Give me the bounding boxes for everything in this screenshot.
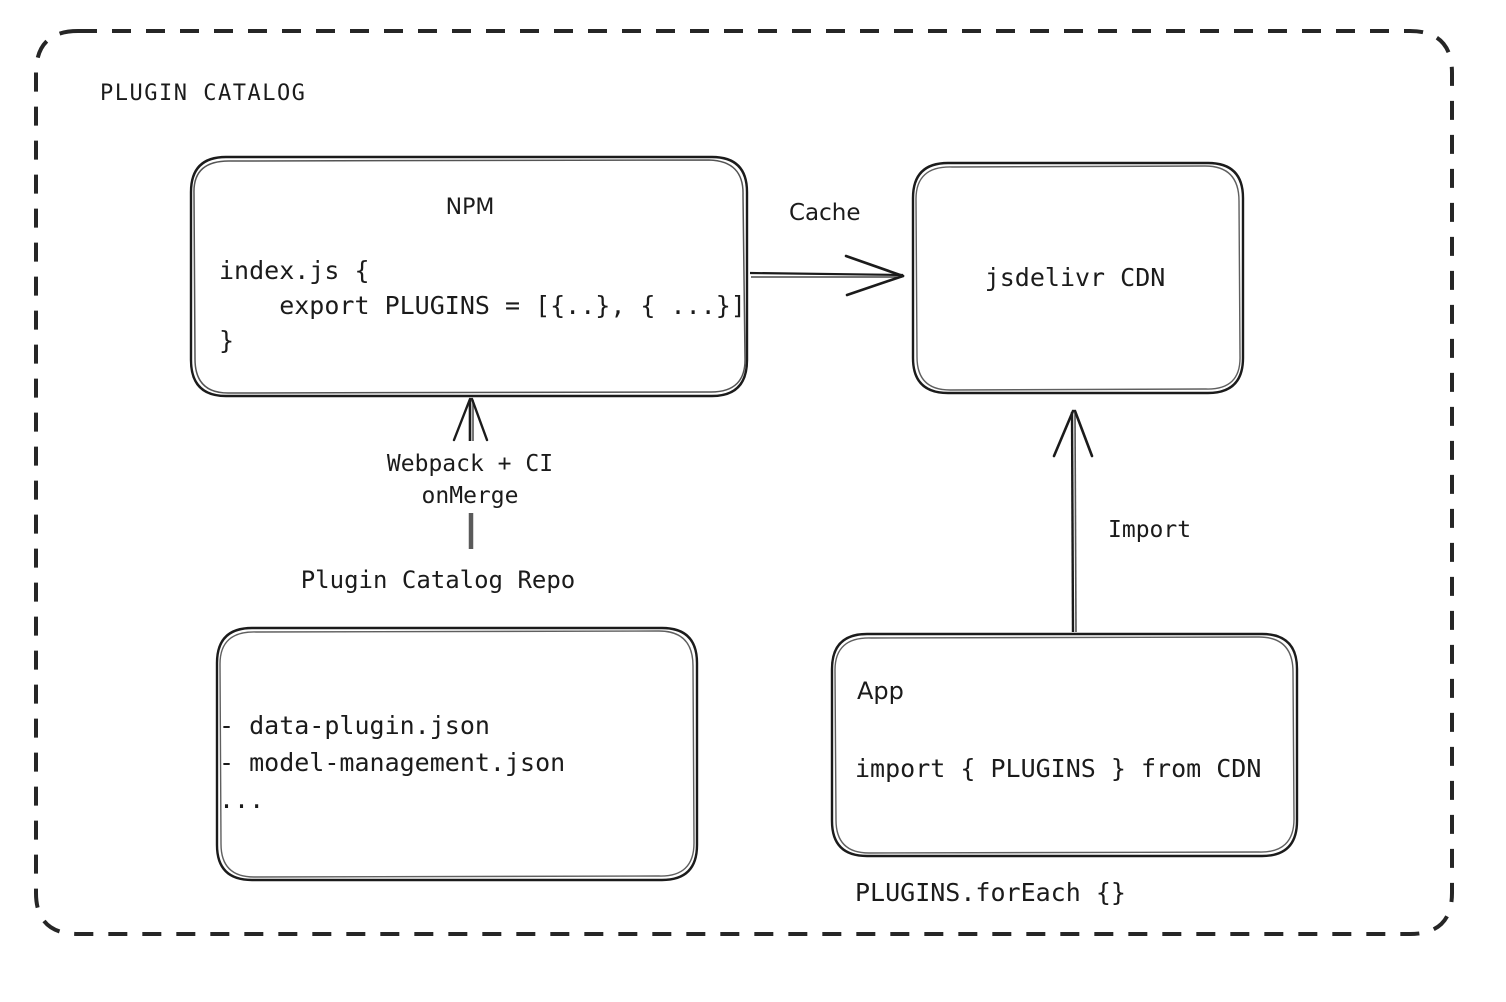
cache-edge-label: Cache — [789, 200, 861, 226]
webpack-edge-label: Webpack + CI onMerge — [386, 451, 554, 509]
npm-node-code: index.js { export PLUGINS = [{..}, { ...… — [219, 256, 746, 355]
app-node-label: App — [857, 677, 904, 705]
import-arrow — [1052, 409, 1094, 633]
repo-file-list: - data-plugin.json - model-management.js… — [219, 711, 566, 814]
group-title: PLUGIN CATALOG — [100, 81, 307, 106]
import-edge-label: Import — [1108, 517, 1192, 543]
npm-node-label: NPM — [445, 195, 495, 220]
app-node-code: import { PLUGINS } from CDN PLUGINS.forE… — [855, 754, 1262, 907]
cdn-node-label: jsdelivr CDN — [984, 263, 1166, 292]
cache-arrow — [749, 254, 905, 297]
repo-node-label: Plugin Catalog Repo — [300, 566, 576, 594]
